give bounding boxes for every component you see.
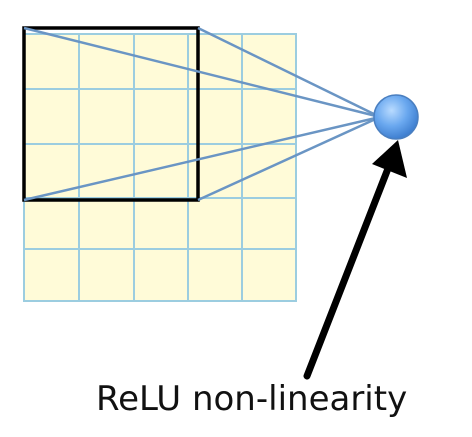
connection-line-4 (197, 115, 381, 202)
input-grid (24, 34, 296, 301)
neuron-node (373, 94, 419, 140)
caption-label: ReLU non-linearity (96, 379, 408, 419)
arrow-shaft (303, 162, 393, 380)
connection-line-3 (23, 115, 381, 202)
arrow-up-right-icon (303, 140, 407, 380)
connection-line-1 (23, 26, 381, 119)
connection-lines (23, 26, 381, 202)
connection-line-2 (197, 26, 381, 119)
arrow-head (372, 140, 407, 178)
receptive-field-box (22, 26, 200, 202)
